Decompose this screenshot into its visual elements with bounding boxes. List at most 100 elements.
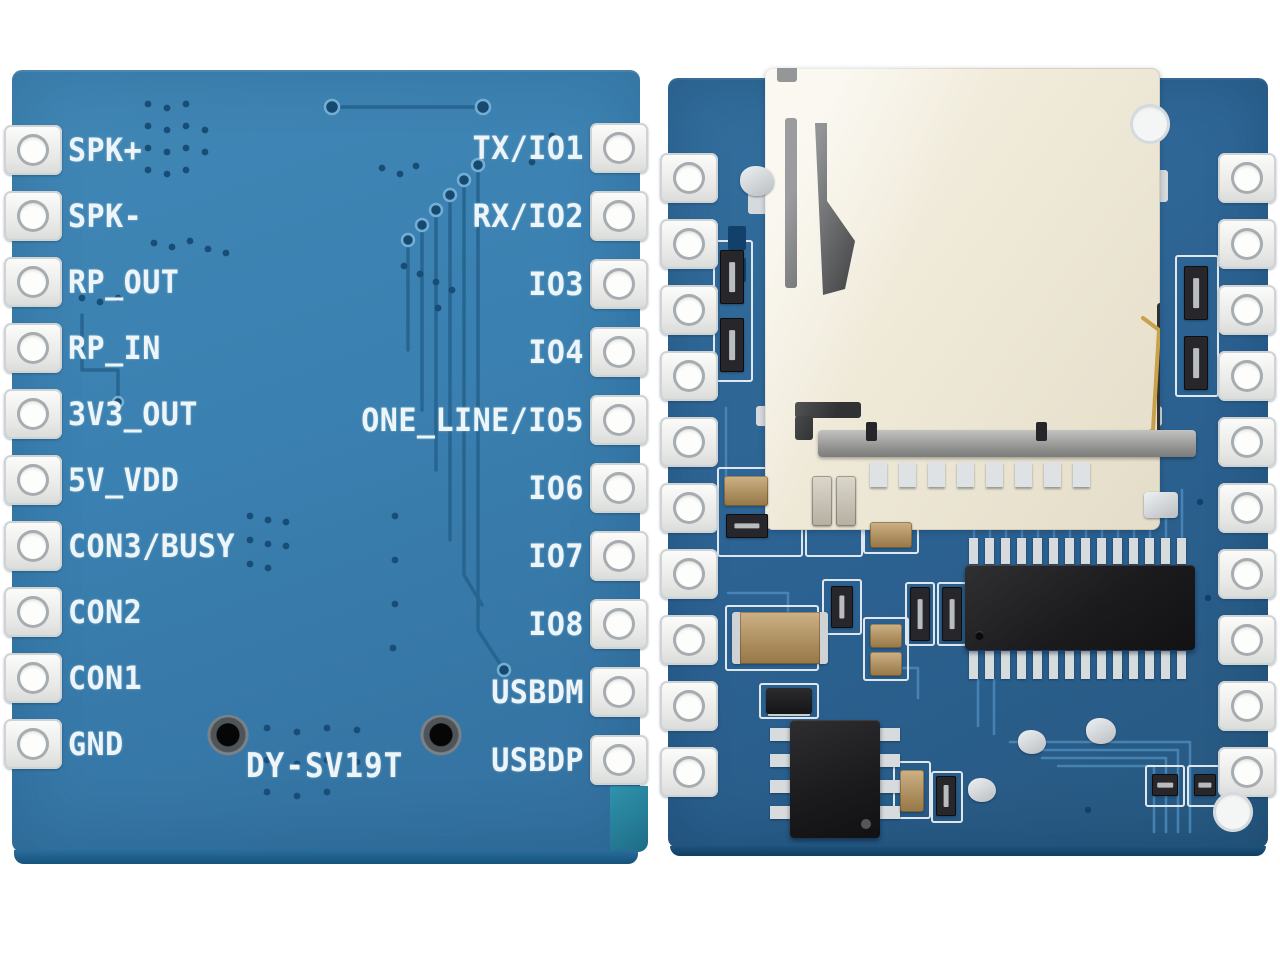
- pad-hole: [17, 134, 49, 166]
- solder-pad: [590, 327, 648, 377]
- pad-hole: [673, 294, 705, 326]
- solder-pad: [590, 735, 648, 785]
- pin-io3: IO3: [528, 258, 648, 310]
- pin-label-rp-out: RP_OUT: [68, 263, 180, 301]
- pin-label-con3-busy: CON3/BUSY: [68, 527, 236, 565]
- pad-hole: [673, 228, 705, 260]
- castellated-pad: [660, 680, 718, 732]
- castellated-pad: [660, 284, 718, 336]
- pin1-marker: [975, 631, 984, 640]
- pad-hole: [1231, 492, 1263, 524]
- pad-hole: [603, 132, 635, 164]
- solder-pad: [660, 351, 718, 401]
- solder-pad: [4, 323, 62, 373]
- pin-io6: IO6: [528, 462, 648, 514]
- pin1-marker: [861, 819, 871, 829]
- pin-gnd: GND: [4, 718, 124, 770]
- sd-contact-pins: [870, 462, 1102, 487]
- pad-hole: [17, 332, 49, 364]
- pad-hole: [17, 464, 49, 496]
- pin-io8: IO8: [528, 598, 648, 650]
- pad-hole: [17, 530, 49, 562]
- pad-hole: [1231, 558, 1263, 590]
- pad-hole: [673, 426, 705, 458]
- mounting-hole: [206, 715, 250, 759]
- pin-con1: CON1: [4, 652, 142, 704]
- pin-label-rx-io2: RX/IO2: [472, 197, 584, 235]
- pin-label-one-line-io5: ONE_LINE/IO5: [361, 401, 584, 439]
- solder-pad: [1218, 153, 1276, 203]
- pad-hole: [603, 336, 635, 368]
- solder-pad: [1218, 351, 1276, 401]
- solder-pad: [660, 153, 718, 203]
- pcb-front-view: [660, 68, 1276, 856]
- castellated-pad: [660, 152, 718, 204]
- solder-pad: [1218, 747, 1276, 797]
- solder-pad: [4, 587, 62, 637]
- pad-hole: [1231, 162, 1263, 194]
- pad-hole: [603, 268, 635, 300]
- pad-hole: [673, 624, 705, 656]
- sd-slot-front-edge: [818, 430, 1196, 457]
- solder-pad: [4, 521, 62, 571]
- pad-hole: [17, 266, 49, 298]
- pin-label-io4: IO4: [528, 333, 584, 371]
- solder-pad: [1218, 681, 1276, 731]
- pad-hole: [603, 744, 635, 776]
- pad-hole: [603, 404, 635, 436]
- slot-pin-nub: [1036, 422, 1047, 441]
- castellated-pad: [1218, 416, 1276, 468]
- pin-label-usbdp: USBDP: [491, 741, 584, 779]
- pin-tx-io1: TX/IO1: [473, 122, 648, 174]
- pad-hole: [603, 676, 635, 708]
- pad-hole: [673, 162, 705, 194]
- pad-hole: [1231, 228, 1263, 260]
- pin-3v3-out: 3V3_OUT: [4, 388, 198, 440]
- castellated-pad: [1218, 746, 1276, 798]
- pin-label-spk: SPK-: [68, 197, 143, 235]
- solder-pad: [4, 191, 62, 241]
- pin-label-con2: CON2: [68, 593, 143, 631]
- front-right-pad-column: [668, 78, 1276, 848]
- pad-hole: [673, 558, 705, 590]
- pad-hole: [603, 540, 635, 572]
- castellated-pad: [1218, 218, 1276, 270]
- pad-hole: [17, 596, 49, 628]
- solder-pad: [660, 483, 718, 533]
- pad-hole: [1231, 426, 1263, 458]
- pad-hole: [1231, 360, 1263, 392]
- castellated-pad: [1218, 614, 1276, 666]
- main-audio-ic: [965, 565, 1195, 650]
- pad-hole: [17, 398, 49, 430]
- castellated-pad: [1218, 284, 1276, 336]
- pad-hole: [1231, 294, 1263, 326]
- solder-pad: [590, 123, 648, 173]
- pin-5v-vdd: 5V_VDD: [4, 454, 179, 506]
- pin-label-con1: CON1: [68, 659, 143, 697]
- solder-pad: [590, 191, 648, 241]
- solder-joint: [968, 778, 996, 802]
- slot-pin-nub: [866, 422, 877, 441]
- castellated-pad: [1218, 482, 1276, 534]
- pad-hole: [603, 472, 635, 504]
- pin-one-line-io5: ONE_LINE/IO5: [361, 394, 648, 446]
- pad-hole: [673, 690, 705, 722]
- pin-label-5v-vdd: 5V_VDD: [68, 461, 180, 499]
- board-edge: [610, 786, 648, 852]
- pad-hole: [1231, 756, 1263, 788]
- castellated-pad: [660, 614, 718, 666]
- pad-hole: [17, 662, 49, 694]
- solder-pad: [660, 219, 718, 269]
- module-name-silkscreen: DY-SV19T: [246, 746, 404, 786]
- pin-spk: SPK-: [4, 190, 142, 242]
- pad-hole: [1231, 690, 1263, 722]
- solder-pad: [660, 549, 718, 599]
- pad-hole: [673, 492, 705, 524]
- castellated-pad: [660, 746, 718, 798]
- solder-pad: [660, 681, 718, 731]
- solder-pad: [1218, 549, 1276, 599]
- solder-pad: [1218, 615, 1276, 665]
